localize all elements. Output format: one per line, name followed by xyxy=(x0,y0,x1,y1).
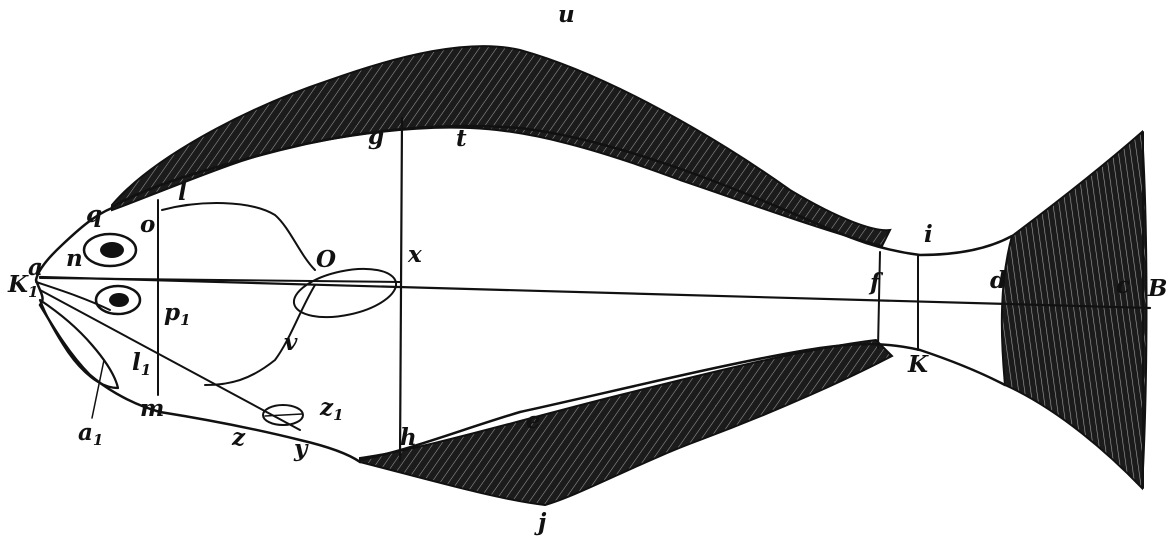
label-f: f xyxy=(868,269,884,296)
line-a-pectoral xyxy=(39,277,401,283)
pelvic-fin xyxy=(262,404,304,426)
lower-eye xyxy=(94,284,142,316)
label-p1-main: p xyxy=(164,299,180,326)
mouth-line xyxy=(35,281,111,311)
gill-cover xyxy=(161,202,316,271)
label-a1: a1 xyxy=(78,419,103,449)
label-d: d xyxy=(990,267,1006,294)
caudal-fin xyxy=(1000,129,1148,491)
pectoral-fin xyxy=(292,267,398,319)
label-c: c xyxy=(1116,272,1130,299)
label-g: g xyxy=(368,123,384,150)
label-z1-main: z xyxy=(319,394,334,421)
peduncle-line-f xyxy=(877,251,881,349)
label-v: v xyxy=(284,329,298,356)
label-n: n xyxy=(66,245,83,272)
line-k1-pelvic xyxy=(39,289,301,431)
label-B: B xyxy=(1147,275,1167,302)
upper-eye xyxy=(82,232,138,268)
anal-fin xyxy=(359,338,894,507)
label-l1: l1 xyxy=(132,349,151,379)
label-a1-sub: 1 xyxy=(93,431,103,449)
label-z1-sub: 1 xyxy=(333,406,343,424)
label-u: u xyxy=(558,1,575,28)
body-outline-lower xyxy=(358,342,1007,462)
body-outline xyxy=(110,124,1014,257)
body-depth-line xyxy=(398,116,404,462)
jaw-outline xyxy=(38,298,120,390)
label-i: i xyxy=(924,221,933,248)
pelvic-fin-line xyxy=(264,413,303,417)
gill-cover-lower xyxy=(204,284,316,386)
label-h: h xyxy=(400,424,417,451)
standard-length-line xyxy=(38,275,1152,310)
dorsal-fin xyxy=(111,45,892,248)
label-O: O xyxy=(316,246,336,273)
label-e: e xyxy=(526,407,541,434)
label-m: m xyxy=(140,395,164,422)
label-t: t xyxy=(456,125,467,152)
label-p1-sub: 1 xyxy=(180,311,190,329)
label-l: l xyxy=(178,179,187,206)
label-l1-main: l xyxy=(132,349,141,376)
upper-eye-pupil xyxy=(100,242,124,258)
label-k1-sub: 1 xyxy=(28,283,38,301)
label-z: z xyxy=(231,424,246,451)
label-p1: p1 xyxy=(164,299,191,329)
label-k1-main: K xyxy=(7,271,29,298)
head-outline xyxy=(34,206,362,464)
label-a: a xyxy=(28,254,43,281)
label-y: y xyxy=(293,435,309,462)
label-z1: z1 xyxy=(319,394,344,424)
label-a1-main: a xyxy=(78,419,93,446)
label-o: o xyxy=(140,211,155,238)
label-q: q xyxy=(86,201,102,228)
leader-a1 xyxy=(91,359,105,419)
label-j: j xyxy=(534,509,547,536)
label-l1-sub: 1 xyxy=(141,361,151,379)
label-K: K xyxy=(907,351,929,378)
label-x: x xyxy=(407,241,422,268)
lower-eye-pupil xyxy=(109,293,129,307)
label-k1: K1 xyxy=(7,271,38,301)
